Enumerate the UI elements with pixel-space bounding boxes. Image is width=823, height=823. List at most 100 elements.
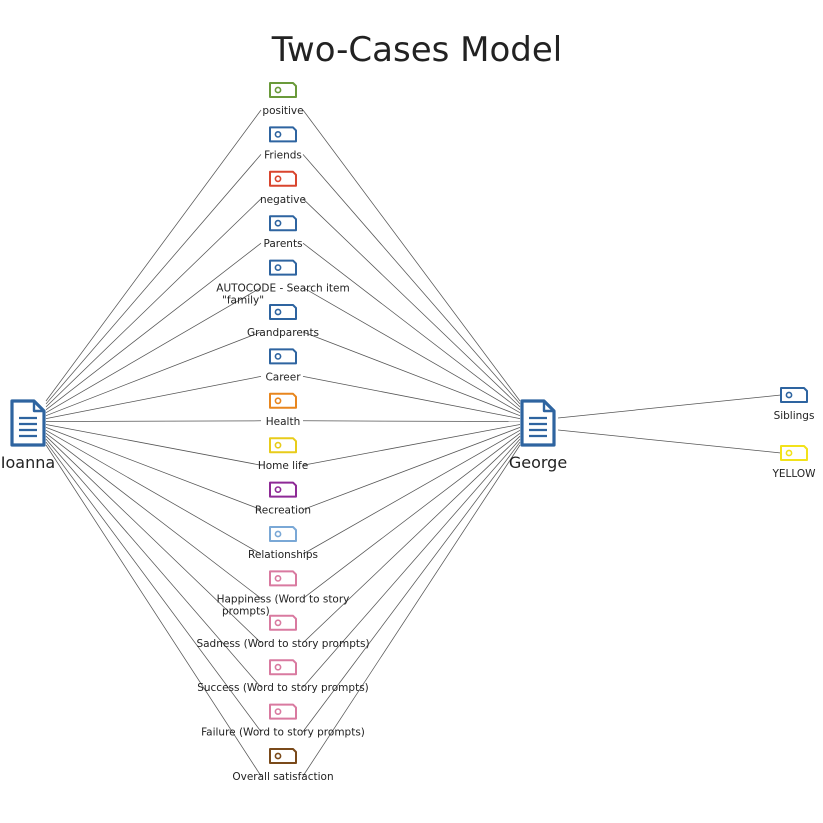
code-label: Career <box>265 371 301 383</box>
tag-icon[interactable] <box>269 570 297 587</box>
case-node-ioanna[interactable]: Ioanna <box>1 399 55 472</box>
code-node-friends[interactable]: Friends <box>264 126 302 161</box>
edge-george-home-life <box>302 424 521 466</box>
code-node-career[interactable]: Career <box>265 348 301 383</box>
tag-icon[interactable] <box>780 387 808 403</box>
tag-icon[interactable] <box>269 348 297 365</box>
tag-icon[interactable] <box>269 703 297 720</box>
tag-icon[interactable] <box>269 748 297 764</box>
code-label: Friends <box>264 149 302 161</box>
code-node-recreation[interactable]: Recreation <box>255 481 311 517</box>
code-node-overall-satisfaction[interactable]: Overall satisfaction <box>232 748 334 783</box>
tag-icon[interactable] <box>269 215 297 232</box>
code-node-siblings[interactable]: Siblings <box>774 387 815 422</box>
code-node-parents[interactable]: Parents <box>263 215 303 250</box>
code-label: Home life <box>258 460 308 472</box>
edge-george-grandparents <box>302 331 521 417</box>
tag-icon[interactable] <box>269 126 297 143</box>
case-label: George <box>509 453 567 472</box>
case-label: Ioanna <box>1 453 55 472</box>
edge-george-relationships <box>302 430 521 555</box>
edge-ioanna-negative <box>45 198 262 408</box>
code-label: YELLOW <box>771 468 816 480</box>
code-label: Recreation <box>255 505 311 517</box>
code-label: positive <box>262 105 303 117</box>
code-label: negative <box>260 194 306 206</box>
edge-ioanna-relationships <box>45 430 262 555</box>
edge-george-failure <box>302 441 521 732</box>
edge-ioanna-sadness <box>45 435 262 644</box>
code-node-autocode-family[interactable]: AUTOCODE - Search item"family" <box>216 259 350 307</box>
edge-george-health <box>302 420 521 422</box>
tag-icon[interactable] <box>269 82 297 98</box>
connection-lines <box>45 109 782 777</box>
code-node-success[interactable]: Success (Word to story prompts) <box>197 659 369 694</box>
edge-ioanna-grandparents <box>45 331 262 417</box>
tag-icon[interactable] <box>269 481 297 498</box>
code-node-negative[interactable]: negative <box>260 170 306 206</box>
edge-george-parents <box>302 242 521 411</box>
edge-ioanna-friends <box>45 154 262 405</box>
code-label: prompts) <box>222 605 270 617</box>
edge-george-friends <box>302 154 521 405</box>
code-label: Relationships <box>248 549 318 561</box>
code-label: "family" <box>222 295 264 307</box>
edge-george-happiness <box>302 432 521 599</box>
edge-ioanna-success <box>45 438 262 688</box>
tag-icon[interactable] <box>269 526 297 542</box>
code-node-grandparents[interactable]: Grandparents <box>247 304 319 339</box>
code-label: Happiness (Word to story <box>217 593 350 605</box>
tag-icon[interactable] <box>269 392 297 409</box>
edge-ioanna-career <box>45 376 262 419</box>
edge-george-sadness <box>302 435 521 644</box>
code-label: AUTOCODE - Search item <box>216 283 349 295</box>
code-label: Failure (Word to story prompts) <box>201 727 365 739</box>
code-label: Siblings <box>774 410 815 422</box>
edge-george-negative <box>302 198 521 408</box>
code-label: Overall satisfaction <box>232 771 333 783</box>
tag-icon[interactable] <box>269 170 297 187</box>
edge-george-success <box>302 438 521 688</box>
edge-ioanna-failure <box>45 441 262 732</box>
case-node-george[interactable]: George <box>509 399 567 472</box>
edge-ioanna-home-life <box>45 424 262 466</box>
code-node-home-life[interactable]: Home life <box>258 437 308 472</box>
edge-george-yellow <box>557 429 782 454</box>
edge-ioanna-positive <box>45 109 262 402</box>
edge-ioanna-autocode-family <box>45 287 262 414</box>
edge-ioanna-health <box>45 420 262 422</box>
tag-icon[interactable] <box>269 437 297 454</box>
code-node-health[interactable]: Health <box>266 392 300 428</box>
edge-george-siblings <box>557 394 782 419</box>
document-icon[interactable] <box>520 399 556 447</box>
tag-icon[interactable] <box>269 659 297 676</box>
code-label: Sadness (Word to story prompts) <box>196 638 369 650</box>
edge-george-career <box>302 376 521 419</box>
code-label: Health <box>266 416 300 428</box>
edge-george-recreation <box>302 427 521 510</box>
code-node-positive[interactable]: positive <box>262 82 304 117</box>
code-label: Grandparents <box>247 327 319 339</box>
edge-ioanna-happiness <box>45 432 262 599</box>
document-icon[interactable] <box>10 399 46 447</box>
tag-icon[interactable] <box>780 445 808 461</box>
tag-icon[interactable] <box>269 259 297 276</box>
code-node-relationships[interactable]: Relationships <box>248 526 318 561</box>
edge-george-overall-satisfaction <box>302 444 521 777</box>
edge-ioanna-parents <box>45 242 262 411</box>
tag-icon[interactable] <box>269 614 297 631</box>
edge-ioanna-overall-satisfaction <box>45 444 262 777</box>
edge-george-autocode-family <box>302 287 521 414</box>
code-label: Parents <box>263 238 302 250</box>
code-label: Success (Word to story prompts) <box>197 682 369 694</box>
code-node-sadness[interactable]: Sadness (Word to story prompts) <box>196 614 370 650</box>
code-node-yellow[interactable]: YELLOW <box>771 445 816 480</box>
edge-george-positive <box>302 109 521 402</box>
code-node-failure[interactable]: Failure (Word to story prompts) <box>201 703 365 739</box>
tag-icon[interactable] <box>269 304 297 320</box>
diagram-title: Two-Cases Model <box>271 30 562 70</box>
edge-ioanna-recreation <box>45 427 262 510</box>
